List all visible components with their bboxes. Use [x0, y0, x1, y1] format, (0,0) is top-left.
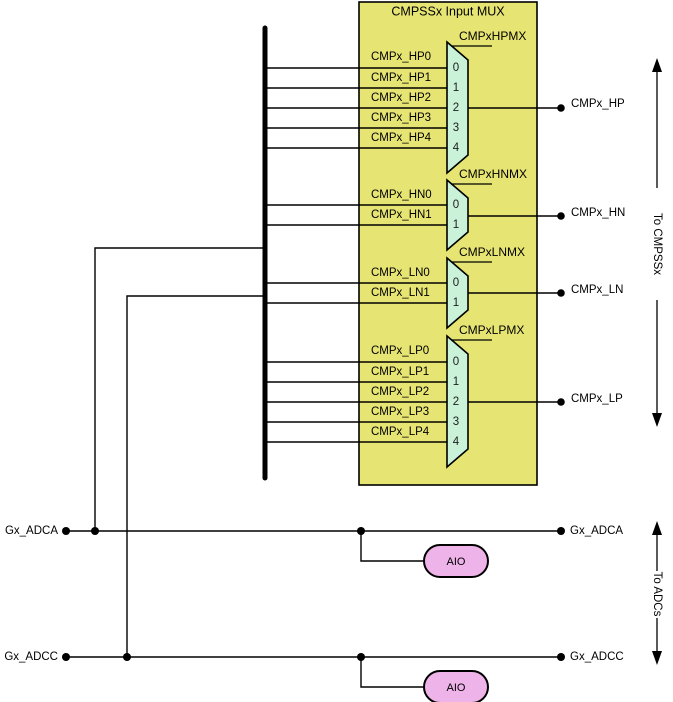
mux-label-cmpxhpmx: CMPxHPMX	[459, 29, 526, 43]
to-cmpssx-arrowhead-bottom	[652, 413, 662, 427]
mux-cmpxlnmx	[446, 256, 469, 330]
mux-index-lp-1: 1	[453, 376, 459, 388]
terminal-dot-adcc-right	[557, 653, 565, 661]
mux-index-hp-1: 1	[453, 82, 459, 94]
mux-label-cmpxlnmx: CMPxLNMX	[459, 245, 525, 259]
input-label-lp4: CMPx_LP4	[371, 426, 430, 438]
output-label-cmpx-hn: CMPx_HN	[571, 207, 625, 219]
input-label-lp3: CMPx_LP3	[371, 406, 429, 418]
aio-block-adcc	[423, 670, 489, 702]
terminal-dot-adca-right	[557, 527, 565, 535]
panel-title: CMPSSx Input MUX	[391, 4, 505, 18]
junction-dot-adca-route	[91, 527, 99, 535]
aio-label-adca: AIO	[447, 556, 466, 568]
pin-label-gx-adca-left: Gx_ADCA	[5, 525, 58, 537]
pin-label-gx-adca-right: Gx_ADCA	[570, 525, 623, 537]
input-label-lp1: CMPx_LP1	[371, 366, 429, 378]
to-cmpssx-label: To CMPSSx	[651, 213, 663, 275]
junction-dot-adcc-route	[123, 653, 131, 661]
mux-index-ln-0: 0	[453, 277, 459, 289]
input-label-ln0: CMPx_LN0	[371, 267, 430, 279]
mux-index-lp-0: 0	[453, 356, 459, 368]
output-label-cmpx-hp: CMPx_HP	[571, 98, 625, 110]
terminal-dot-lp	[557, 398, 565, 406]
input-label-lp0: CMPx_LP0	[371, 345, 429, 357]
to-adcs-label: To ADCs	[651, 572, 663, 617]
mux-cmpxhnmx	[446, 178, 469, 252]
mux-cmpxlpmx	[446, 334, 469, 469]
mux-index-hp-4: 4	[453, 142, 460, 154]
mux-index-lp-2: 2	[453, 396, 459, 408]
aio-label-adcc: AIO	[447, 682, 466, 694]
terminal-dot-hp	[557, 104, 565, 112]
to-adcs-arrowhead-top	[652, 521, 662, 535]
mux-index-hn-0: 0	[453, 199, 459, 211]
mux-label-cmpxlpmx: CMPxLPMX	[459, 323, 524, 337]
input-label-hp1: CMPx_HP1	[371, 72, 431, 84]
output-label-cmpx-lp: CMPx_LP	[571, 393, 623, 405]
pin-label-gx-adcc-right: Gx_ADCC	[570, 651, 624, 663]
to-cmpssx-arrowhead-top	[652, 58, 662, 72]
input-label-ln1: CMPx_LN1	[371, 287, 430, 299]
input-label-hp3: CMPx_HP3	[371, 112, 431, 124]
input-label-hp4: CMPx_HP4	[371, 132, 432, 144]
input-label-hp2: CMPx_HP2	[371, 92, 431, 104]
mux-index-hn-1: 1	[453, 219, 459, 231]
route-adca-to-bus	[94, 247, 265, 531]
mux-index-hp-0: 0	[453, 62, 459, 74]
mux-index-lp-4: 4	[453, 436, 460, 448]
terminal-dot-hn	[557, 212, 565, 220]
input-label-hn0: CMPx_HN0	[371, 189, 432, 201]
wire-adca-to-aio	[360, 531, 424, 562]
input-label-hn1: CMPx_HN1	[371, 209, 432, 221]
terminal-dot-ln	[557, 289, 565, 297]
input-label-hp0: CMPx_HP0	[371, 51, 431, 63]
mux-index-hp-3: 3	[453, 122, 459, 134]
input-label-lp2: CMPx_LP2	[371, 386, 429, 398]
route-adcc-to-bus	[126, 295, 265, 657]
mux-cmpxhpmx	[446, 40, 469, 175]
pin-label-gx-adcc-left: Gx_ADCC	[4, 651, 58, 663]
aio-block-adca	[423, 544, 489, 578]
wire-adcc-to-aio	[360, 657, 424, 688]
mux-index-hp-2: 2	[453, 102, 459, 114]
mux-index-lp-3: 3	[453, 416, 459, 428]
to-adcs-arrowhead-bottom	[652, 651, 662, 665]
mux-label-cmpxhnmx: CMPxHNMX	[459, 167, 527, 181]
output-label-cmpx-ln: CMPx_LN	[571, 284, 623, 296]
mux-index-ln-1: 1	[453, 297, 459, 309]
